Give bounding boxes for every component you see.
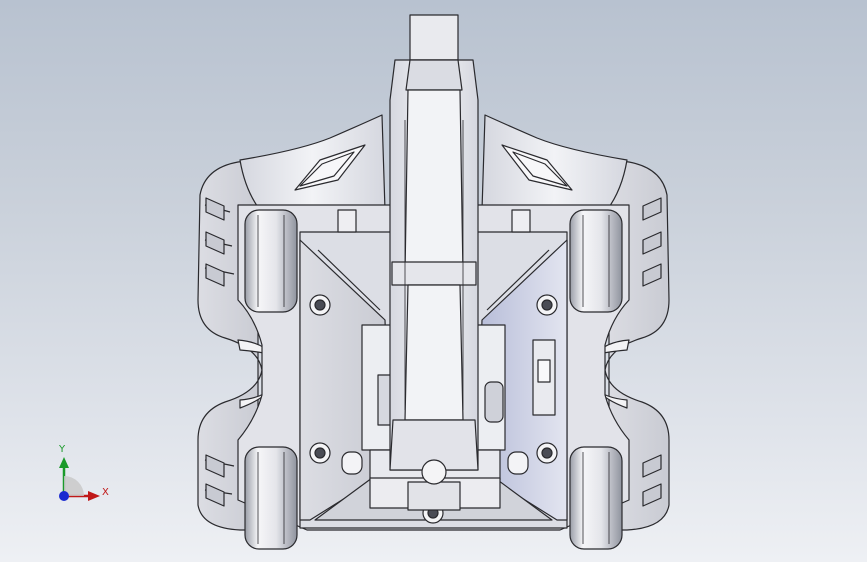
central-arm — [389, 14, 479, 485]
triad-axes-icon — [59, 457, 100, 501]
right-wing-fender — [481, 114, 628, 211]
wheel-front-left — [244, 209, 298, 313]
triad-x-label: X — [102, 487, 109, 498]
orientation-triad: Y X — [40, 440, 120, 510]
triad-y-label: Y — [59, 444, 66, 455]
wheel-front-right — [569, 209, 623, 313]
wheel-rear-right — [569, 446, 623, 550]
internal-mechanism — [337, 209, 556, 511]
left-wing-fender — [239, 114, 386, 211]
wheel-rear-left — [244, 446, 298, 550]
